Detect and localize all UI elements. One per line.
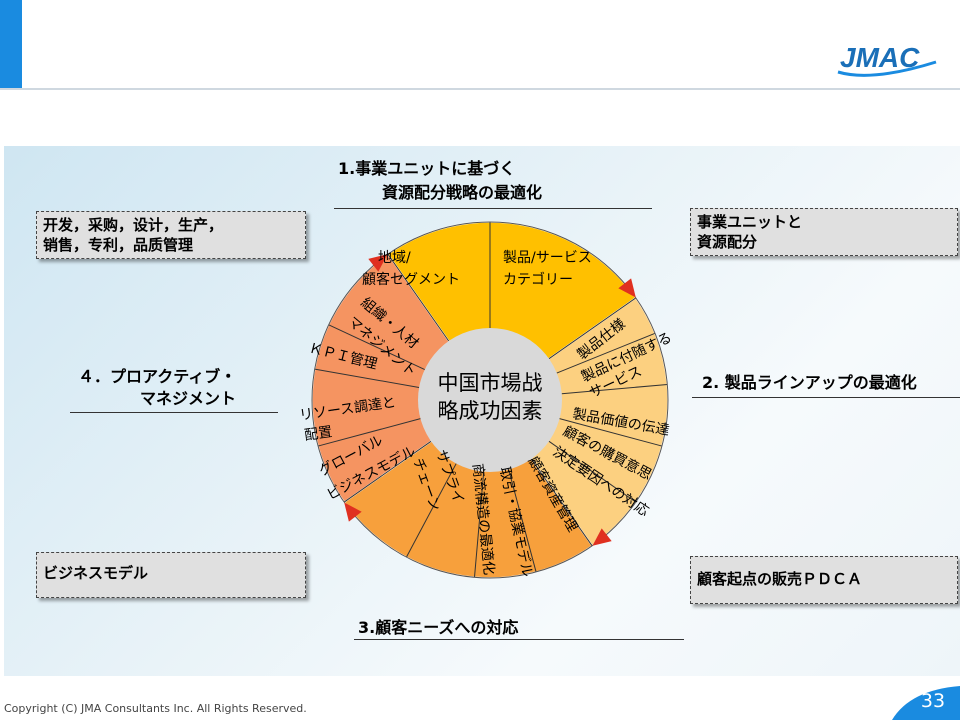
seg-region-label-2: 顧客セグメント [362,271,460,288]
section-2-underline [692,397,960,398]
wheel-spoke-2 [556,332,656,374]
wheel-spoke-9 [317,418,421,447]
wheel-spoke-3 [561,383,668,395]
copyright-text: Copyright (C) JMA Consultants Inc. All R… [4,702,307,715]
section-4-title-line1: ４．プロアクティブ・ [78,367,237,386]
wheel-spoke-5 [548,440,637,503]
section-3-title: 3.顧客ニーズへの対応 [358,618,519,637]
box-top-left-line2: 销售，专利，品质管理 [43,236,194,254]
logo-swoosh [837,60,937,77]
page-badge [892,686,960,720]
wheel-spoke-7 [473,471,485,578]
section-2-title: 2. 製品ラインアップの最適化 [702,373,917,392]
box-top-right-line1: 事業ユニットと [697,213,803,231]
box-top-left: 开发，采购，设计，生产， 销售，专利，品质管理 [36,211,306,259]
seg-region-label-1: 地域/ [378,250,411,266]
wheel-spoke-11 [328,324,425,371]
section-3-underline [354,639,684,640]
quadrant-divider-4 [343,440,432,503]
wheel-spoke-8 [405,463,457,558]
rotation-arrow-top-left [368,254,388,272]
section-4-underline [70,412,278,413]
header-bar [0,0,960,88]
header-divider [0,88,960,90]
jmac-logo: JMAC [837,42,937,77]
page-number: 33 [920,690,946,712]
center-circle [418,328,562,472]
box-bottom-right-line1: 顧客起点の販売ＰＤＣＡ [697,570,863,588]
seg-resource-label-2: 配置 [303,424,333,444]
section-4-title-line2: マネジメント [140,389,237,408]
rotation-arrow-bottom-left [344,502,362,522]
wheel-spoke-4 [559,418,663,447]
quadrant-divider-3 [530,458,593,547]
quadrant-divider-1 [387,253,450,342]
rotation-arrow-top-right [618,278,636,298]
box-top-left-line1: 开发，采购，设计，生产， [43,216,224,234]
rotation-arrow-bottom-right [592,528,612,546]
section-1-underline [334,208,652,209]
box-bottom-left-line1: ビジネスモデル [43,564,149,582]
wheel-spoke-10 [314,368,420,388]
header-accent [0,0,22,88]
quadrant-divider-2 [548,297,637,360]
box-top-right: 事業ユニットと 資源配分 [690,208,958,256]
seg-product-label-1: 製品/サービス [503,250,592,266]
box-bottom-left: ビジネスモデル [36,552,306,598]
box-bottom-right: 顧客起点の販売ＰＤＣＡ [690,556,958,604]
wheel-spoke-6 [508,469,537,573]
center-label-line2: 略成功因素 [438,399,543,423]
logo-text: JMAC [840,42,920,73]
seg-product-label-2: カテゴリー [503,271,573,288]
center-label-line1: 中国市場战 [438,371,543,395]
wheel-rim [311,221,669,579]
section-1-title-line1: 1.事業ユニットに基づく [338,159,516,178]
section-1-title-line2: 資源配分戦略の最適化 [382,183,543,202]
box-top-right-line2: 資源配分 [697,233,758,251]
